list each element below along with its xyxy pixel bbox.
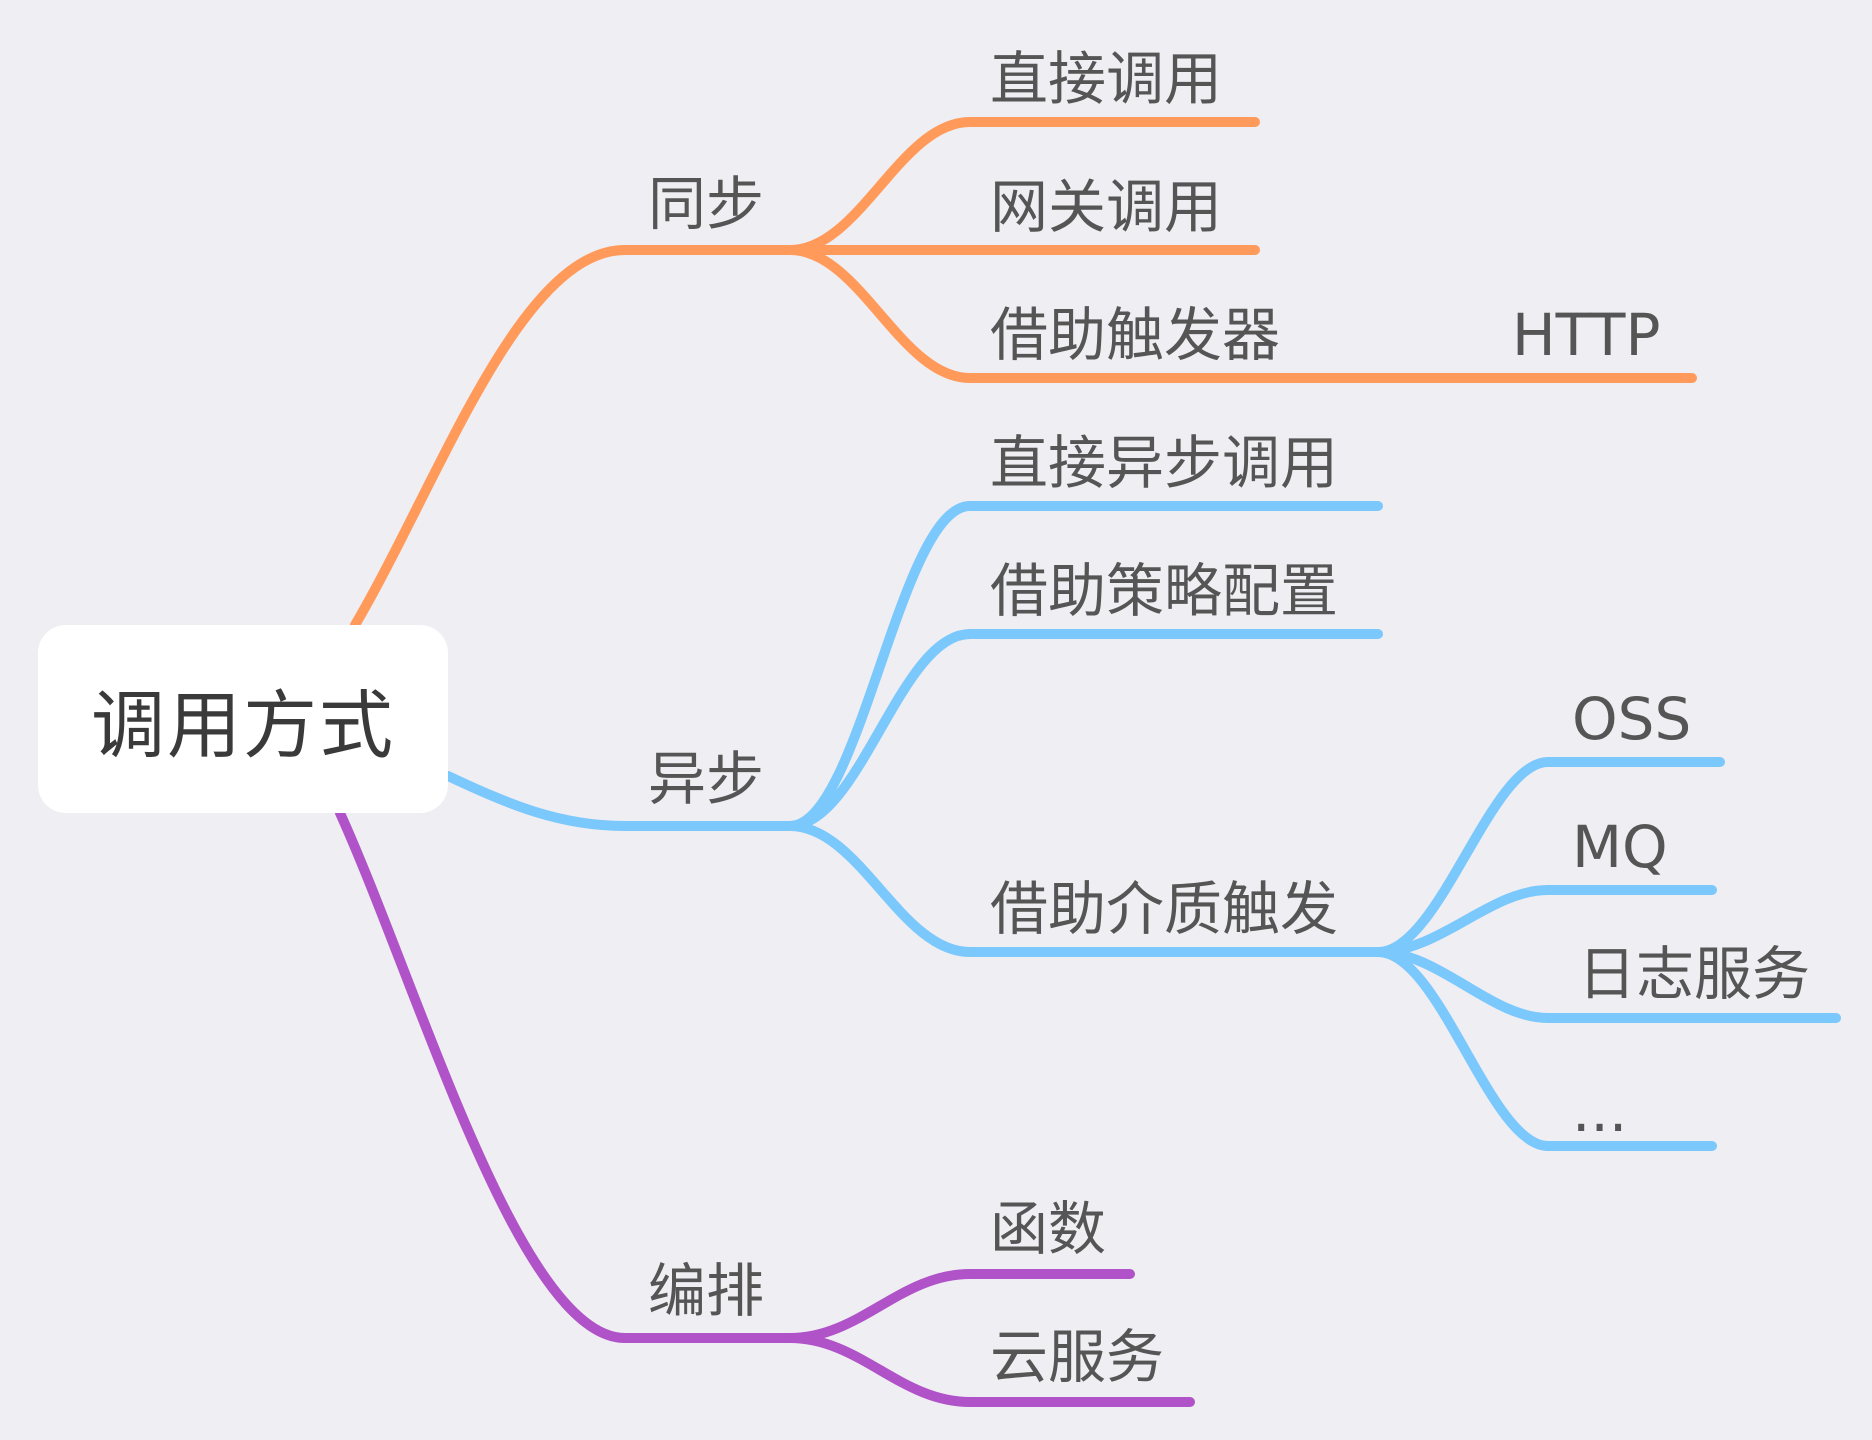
connector-root-orch	[335, 808, 795, 1343]
connector-orch-cloud	[785, 1333, 1195, 1407]
node-medium-mq[interactable]: MQ	[1572, 813, 1668, 881]
connector-root-async	[443, 771, 795, 831]
root-node-label: 调用方式	[91, 682, 395, 769]
connector-async-medium	[785, 821, 1383, 957]
connector-medium-mq	[1373, 885, 1717, 957]
connector-medium-more	[1373, 947, 1717, 1151]
node-sync[interactable]: 同步	[648, 170, 765, 238]
connector-medium-log	[1373, 947, 1841, 1023]
connector-async-policy	[785, 629, 1383, 831]
node-orch[interactable]: 编排	[648, 1257, 765, 1325]
node-sync-gateway[interactable]: 网关调用	[990, 173, 1223, 241]
node-orch-cloud[interactable]: 云服务	[990, 1323, 1165, 1391]
node-orch-function[interactable]: 函数	[990, 1195, 1107, 1263]
node-medium-log[interactable]: 日志服务	[1578, 940, 1811, 1008]
connector-root-sync	[350, 245, 795, 630]
node-async-direct[interactable]: 直接异步调用	[990, 429, 1339, 497]
connector-medium-oss	[1373, 757, 1725, 957]
node-medium-oss[interactable]: OSS	[1572, 685, 1692, 753]
node-async-policy[interactable]: 借助策略配置	[990, 557, 1339, 625]
connector-orch-function	[785, 1269, 1135, 1343]
node-sync-trigger[interactable]: 借助触发器	[990, 301, 1281, 369]
node-sync-direct[interactable]: 直接调用	[990, 45, 1223, 113]
node-async[interactable]: 异步	[648, 745, 765, 813]
node-async-medium[interactable]: 借助介质触发	[990, 875, 1339, 943]
node-medium-more[interactable]: ...	[1572, 1077, 1628, 1145]
connector-async-direct	[785, 501, 1383, 831]
node-sync-trigger-http[interactable]: HTTP	[1512, 301, 1661, 369]
root-node[interactable]: 调用方式	[38, 625, 448, 813]
connector-sync-direct	[785, 117, 1260, 255]
connector-sync-trigger	[785, 245, 1315, 383]
